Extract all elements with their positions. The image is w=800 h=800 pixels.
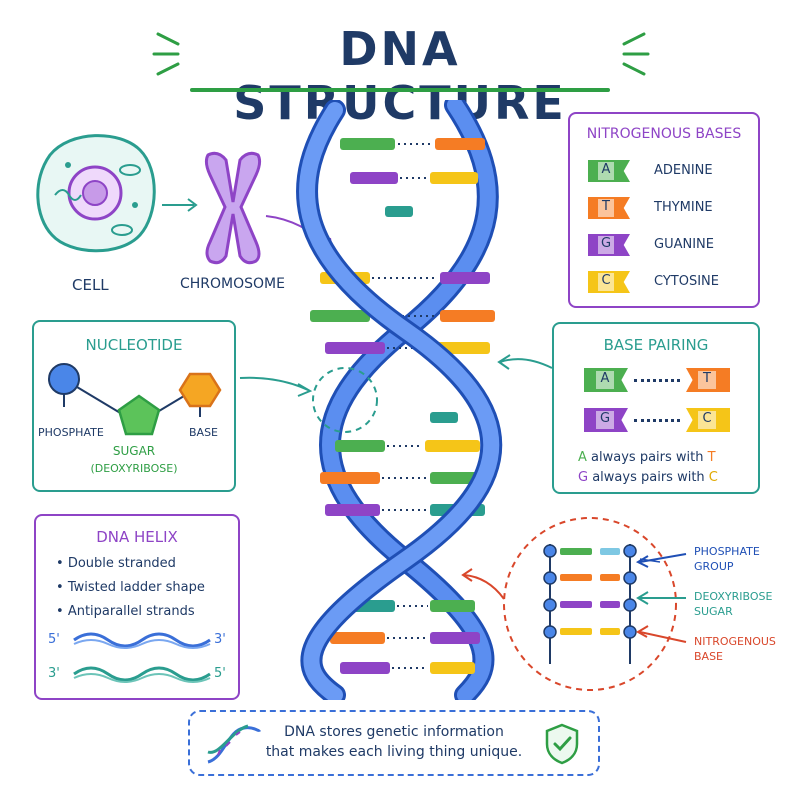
dna-helix-panel: DNA HELIX • Double stranded • Twisted la… [34, 514, 240, 700]
pair-tag-C: C [686, 408, 730, 432]
base-tag-T: T [588, 197, 630, 219]
rule2-text: always pairs with [592, 470, 705, 485]
bullet-text: Antiparallel strands [67, 604, 195, 619]
pair-letter: G [596, 411, 614, 429]
dna-mini-icon [204, 722, 264, 770]
hydrogen-bond-dots [634, 419, 680, 422]
pairing-rule-2: G always pairs with C [578, 470, 718, 485]
base-label: BASE [189, 426, 219, 439]
base-name: THYMINE [654, 200, 713, 215]
helix-bullet-3: • Antiparallel strands [56, 604, 195, 619]
base-row-adenine: A ADENINE [588, 160, 758, 182]
base-row-cytosine: C CYTOSINE [588, 271, 758, 293]
cell-label: CELL [72, 276, 109, 294]
chromosome-illustration [198, 150, 268, 269]
deoxyribose-label: (DEOXYRIBOSE) [90, 462, 178, 475]
footer-line-1: DNA stores genetic information [284, 724, 504, 740]
dna-helix-title: DNA HELIX [96, 528, 178, 546]
rule1-b: T [707, 450, 716, 465]
phosphate-label: PHOSPHATE [38, 426, 104, 439]
zoom-phosphate-label: PHOSPHATE GROUP [694, 544, 760, 574]
base-tag-G: G [588, 234, 630, 256]
base-row-guanine: G GUANINE [588, 234, 758, 256]
strand-top-3-label: 3' [214, 632, 226, 647]
base-tag-C: C [588, 271, 630, 293]
base-name: ADENINE [654, 163, 713, 178]
zoom-base-label: NITROGENOUS BASE [694, 634, 776, 664]
footer-banner: DNA stores genetic information that make… [188, 710, 600, 776]
strand-bottom-3-label: 3' [48, 666, 60, 681]
cell-illustration [30, 125, 160, 264]
nucleotide-diagram [42, 362, 232, 446]
zoom-base-line1: NITROGENOUS [694, 635, 776, 648]
base-letter: G [598, 236, 614, 254]
strand-bottom-5-label: 5' [214, 666, 226, 681]
base-name: CYTOSINE [654, 274, 719, 289]
zoom-base-line2: BASE [694, 650, 724, 663]
title-underline [190, 88, 610, 92]
hydrogen-bond-dots [634, 379, 680, 382]
nucleotide-title: NUCLEOTIDE [85, 336, 183, 354]
title-sparkle-left-icon [150, 24, 190, 88]
rule1-a: A [578, 450, 587, 465]
helix-bullet-2: • Twisted ladder shape [56, 580, 205, 595]
base-pairing-to-helix-arrow [494, 352, 556, 386]
base-tag-A: A [588, 160, 630, 182]
base-pairing-title: BASE PAIRING [603, 336, 709, 354]
pair-letter: C [698, 411, 716, 429]
strand-top-5-label: 5' [48, 632, 60, 647]
zoom-sugar-label: DEOXYRIBOSE SUGAR [694, 589, 772, 619]
pair-tag-G: G [584, 408, 628, 432]
pair-letter: A [596, 371, 614, 389]
pair-tag-A: A [584, 368, 628, 392]
nucleotide-to-helix-arrow [238, 372, 318, 406]
rule2-a: G [578, 470, 589, 485]
sugar-label: SUGAR [112, 444, 156, 458]
shield-check-icon [542, 722, 582, 770]
nitrogenous-bases-panel: NITROGENOUS BASES A ADENINE T THYMINE G GUANI… [568, 112, 760, 308]
rule2-b: C [708, 470, 718, 485]
nitrogenous-bases-title: NITROGENOUS BASES [586, 126, 742, 142]
page-title: DNA STRUCTURE [233, 22, 567, 130]
dna-double-helix [290, 94, 520, 706]
pair-tag-T: T [686, 368, 730, 392]
backbone-zoom-circle [500, 514, 680, 698]
chromosome-label: CHROMOSOME [180, 276, 285, 292]
zoom-label-arrows [632, 548, 692, 652]
zoom-sugar-line1: DEOXYRIBOSE [694, 590, 773, 603]
base-name: GUANINE [654, 237, 714, 252]
base-row-thymine: T THYMINE [588, 197, 758, 219]
zoom-phosphate-line1: PHOSPHATE [694, 545, 760, 558]
bullet-text: Double stranded [67, 556, 176, 571]
title-sparkle-right-icon [612, 24, 652, 88]
base-letter: C [598, 273, 614, 291]
base-letter: A [598, 162, 614, 180]
rule1-text: always pairs with [591, 450, 704, 465]
footer-line-2: that makes each living thing unique. [265, 744, 523, 760]
zoom-phosphate-line2: GROUP [694, 560, 734, 573]
antiparallel-strands-illustration [72, 626, 212, 692]
helix-bullet-1: • Double stranded [56, 556, 176, 571]
cell-to-chromosome-arrow [160, 195, 200, 219]
pair-letter: T [698, 371, 716, 389]
zoom-to-helix-arrow [458, 565, 508, 609]
nucleotide-panel: NUCLEOTIDE PHOSPHATE BASE SUGAR (DEOXYRI… [32, 320, 236, 492]
bullet-text: Twisted ladder shape [67, 580, 205, 595]
pairing-rule-1: A always pairs with T [578, 450, 716, 465]
base-letter: T [598, 199, 614, 217]
zoom-sugar-line2: SUGAR [694, 605, 733, 618]
